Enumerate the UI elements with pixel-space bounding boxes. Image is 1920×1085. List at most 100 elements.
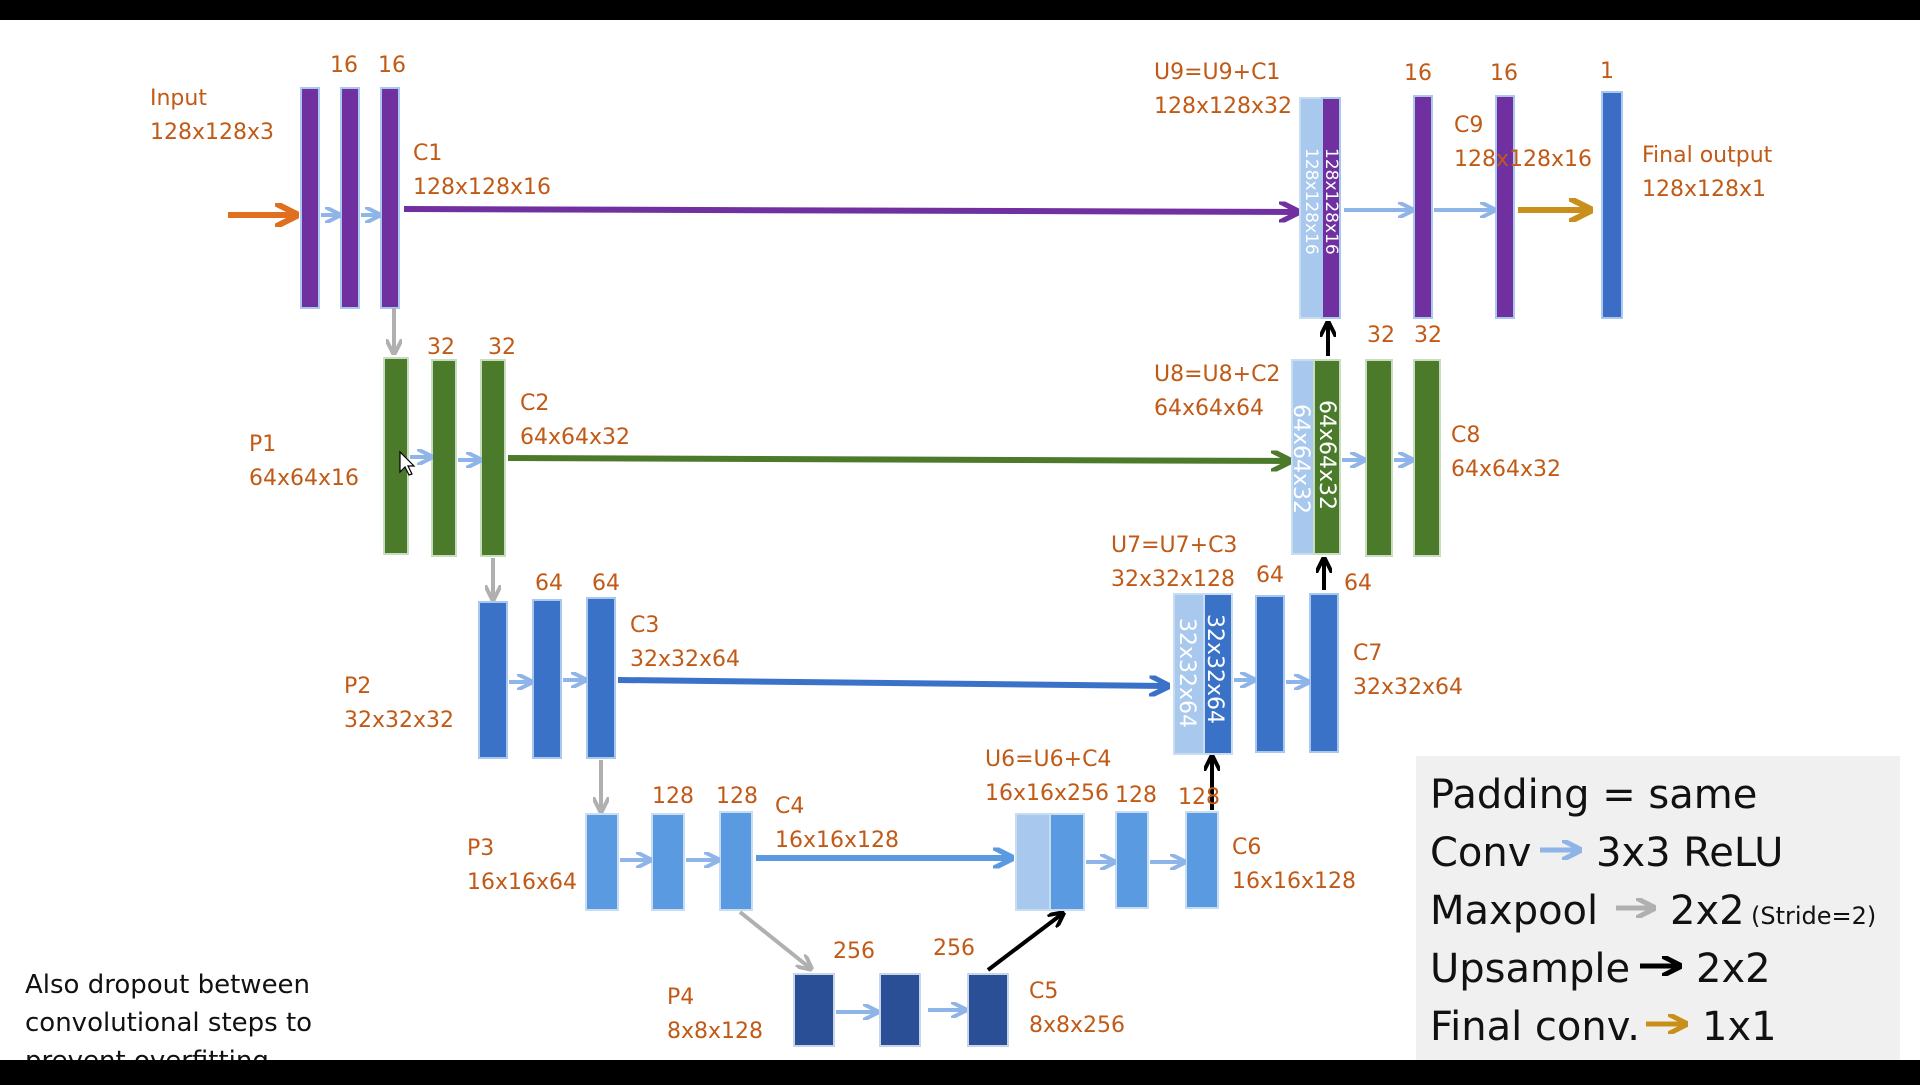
legend-maxpool-note: (Stride=2) (1751, 902, 1876, 930)
c5-filters-1: 256 (833, 939, 875, 964)
top-black-band (0, 0, 1920, 20)
c3-filters-1: 64 (535, 571, 563, 596)
p3-size: 16x16x64 (467, 870, 577, 895)
c1-filters-1: 16 (330, 53, 358, 78)
skip-c2-arrow (507, 458, 1288, 461)
legend-final-value: 1x1 (1702, 1004, 1777, 1050)
c3-bar-2 (586, 597, 616, 759)
mouse-cursor-icon (399, 450, 416, 476)
u6-bar-skip (1015, 813, 1051, 911)
final-size: 128x128x1 (1642, 177, 1766, 202)
c8-label: C8 (1451, 423, 1480, 448)
c4-size: 16x16x128 (775, 828, 899, 853)
c5-filters-2: 256 (933, 936, 975, 961)
u9-size: 128x128x32 (1154, 94, 1292, 119)
p4-size: 8x8x128 (667, 1019, 763, 1044)
c5-bar-2 (967, 973, 1009, 1047)
c1-filters-2: 16 (378, 53, 406, 78)
c1-label: C1 (413, 141, 442, 166)
c9-label: C9 (1454, 113, 1483, 138)
c4-bar-2 (719, 811, 753, 911)
c7-filters-2: 64 (1344, 571, 1372, 596)
pool-4-arrow (738, 910, 810, 968)
u9-label: U9=U9+C1 (1154, 60, 1280, 85)
c4-label: C4 (775, 794, 804, 819)
legend-upsample-value: 2x2 (1696, 946, 1771, 992)
c6-bar-1 (1115, 811, 1149, 909)
c6-bar-2 (1185, 811, 1219, 909)
legend-box (1416, 756, 1900, 1060)
legend-maxpool-value: 2x2 (1670, 888, 1745, 934)
c7-filters-1: 64 (1256, 563, 1284, 588)
u6-bar-up (1049, 813, 1085, 911)
c7-label: C7 (1353, 641, 1382, 666)
c2-size: 64x64x32 (520, 425, 630, 450)
c9-bar-1 (1413, 95, 1433, 319)
u7-bar-skip-text: 32x32x64 (1174, 618, 1199, 728)
c9-bar-2 (1495, 95, 1515, 319)
c9-filters-1: 16 (1404, 61, 1432, 86)
p4-bar (793, 973, 835, 1047)
u8-bar-up (1313, 359, 1341, 555)
u6-label: U6=U6+C4 (985, 747, 1111, 772)
final-label: Final output (1642, 143, 1773, 168)
u7-bar-up (1203, 593, 1233, 755)
legend-upsample-label: Upsample (1430, 946, 1630, 992)
note-line-2: convolutional steps to (25, 1008, 312, 1038)
c1-size: 128x128x16 (413, 175, 551, 200)
legend-conv-label: Conv (1430, 830, 1531, 876)
skip-c1-arrow (403, 209, 1296, 212)
p1-size: 64x64x16 (249, 466, 359, 491)
c6-size: 16x16x128 (1232, 869, 1356, 894)
c8-filters-1: 32 (1367, 323, 1395, 348)
u8-bar-skip-text: 64x64x32 (1288, 404, 1313, 514)
c9-filters-2: 16 (1490, 61, 1518, 86)
c5-bar-1 (879, 973, 921, 1047)
c2-bar-1 (431, 359, 457, 557)
bottom-black-band-overlay (0, 1060, 1920, 1080)
c6-filters-1: 128 (1115, 783, 1157, 808)
c3-size: 32x32x64 (630, 647, 740, 672)
u7-size: 32x32x128 (1111, 567, 1235, 592)
c3-bar-1 (532, 599, 562, 759)
u8-label: U8=U8+C2 (1154, 362, 1280, 387)
legend-final-label: Final conv. (1430, 1004, 1640, 1050)
p3-bar (585, 813, 619, 911)
input-label: Input (150, 86, 207, 111)
note-line-1: Also dropout between (25, 970, 310, 1000)
skip-c3-arrow (617, 680, 1166, 686)
p2-bar (478, 601, 508, 759)
c6-filters-2: 128 (1178, 785, 1220, 810)
c8-filters-2: 32 (1414, 323, 1442, 348)
c8-bar-2 (1413, 359, 1441, 557)
c8-size: 64x64x32 (1451, 457, 1561, 482)
c1-bar-1 (340, 87, 360, 309)
legend-conv-value: 3x3 ReLU (1596, 830, 1783, 876)
p1-label: P1 (249, 432, 276, 457)
p2-size: 32x32x32 (344, 708, 454, 733)
c5-label: C5 (1029, 979, 1058, 1004)
p3-label: P3 (467, 836, 494, 861)
c7-bar-2 (1309, 593, 1339, 753)
c4-filters-1: 128 (652, 784, 694, 809)
c1-bar-input (300, 87, 320, 309)
legend-padding: Padding = same (1430, 772, 1757, 818)
u8-bar-up-text: 64x64x32 (1314, 400, 1339, 510)
c1-bar-2 (380, 87, 400, 309)
u8-size: 64x64x64 (1154, 396, 1264, 421)
c9-size: 128x128x16 (1454, 147, 1592, 172)
p4-label: P4 (667, 985, 694, 1010)
u9-bar-up-text: 128x128x16 (1321, 148, 1341, 255)
u9-bar-skip-text: 128x128x16 (1301, 148, 1321, 255)
c2-filters-2: 32 (488, 335, 516, 360)
input-size: 128x128x3 (150, 120, 274, 145)
c7-size: 32x32x64 (1353, 675, 1463, 700)
c2-label: C2 (520, 391, 549, 416)
c2-bar-2 (480, 359, 506, 557)
final-output-bar (1601, 91, 1623, 319)
c5-size: 8x8x256 (1029, 1013, 1125, 1038)
final-filters: 1 (1600, 59, 1614, 84)
c3-label: C3 (630, 613, 659, 638)
c3-filters-2: 64 (592, 571, 620, 596)
